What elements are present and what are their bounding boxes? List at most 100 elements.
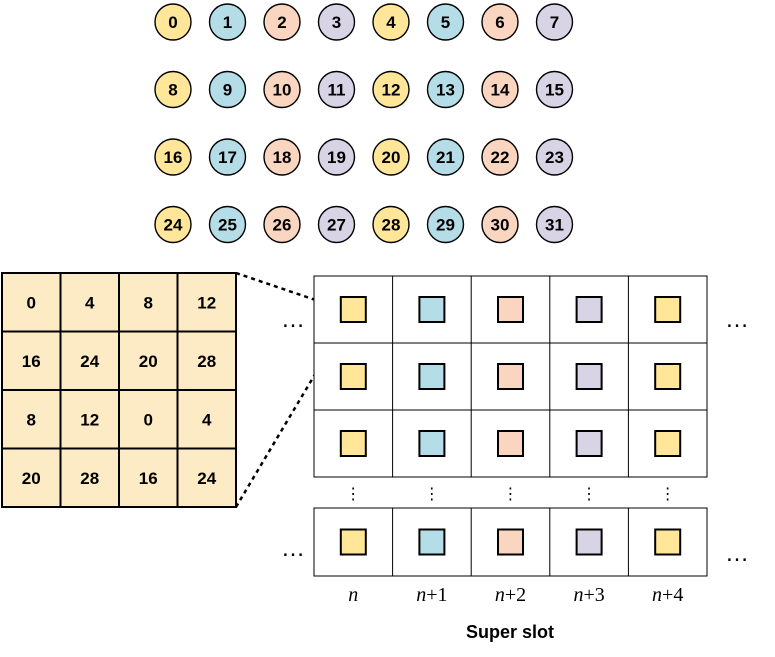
beam-circle: 29 <box>426 205 465 244</box>
beam-circle-label: 2 <box>277 13 286 32</box>
beam-circle-shape <box>372 205 410 244</box>
beam-circle-label: 7 <box>550 13 559 32</box>
beam-circle: 17 <box>208 138 247 176</box>
horizontal-ellipsis: … <box>281 535 305 562</box>
beam-circle: 1 <box>208 3 247 41</box>
beam-slot-square <box>575 528 603 556</box>
pattern-table-cell: 12 <box>197 293 216 312</box>
beam-circle-shape <box>263 138 301 176</box>
beam-circle: 23 <box>535 138 574 176</box>
beam-slot-square <box>418 296 446 323</box>
slot-grid: ⋮⋮⋮⋮⋮………… <box>281 275 749 577</box>
horizontal-ellipsis: … <box>725 306 749 333</box>
beam-slot-square <box>575 296 603 323</box>
beam-circle-shape <box>317 205 356 244</box>
beam-circle-shape <box>372 3 410 41</box>
pattern-table-cell: 24 <box>197 469 216 488</box>
beam-circle-shape <box>154 3 192 41</box>
beam-circle: 19 <box>317 138 356 176</box>
super-slot-column-label: n+3 <box>573 584 604 606</box>
beam-circle-label: 10 <box>273 81 292 100</box>
beam-circle-label: 11 <box>328 81 346 100</box>
pattern-table-cell: 20 <box>22 469 41 488</box>
beam-circle-label: 23 <box>545 148 564 167</box>
beam-circle-label: 5 <box>441 13 450 32</box>
super-slot-column-label: n+2 <box>495 584 526 606</box>
vertical-ellipsis: ⋮ <box>503 486 519 503</box>
beam-circle-shape <box>263 3 301 41</box>
beam-circle: 4 <box>372 3 410 41</box>
column-label-variable: n <box>573 584 583 606</box>
beam-circle-shape <box>317 70 356 109</box>
beam-circle-shape <box>317 138 356 176</box>
beam-circle-label: 30 <box>491 216 510 235</box>
pattern-table-cell: 28 <box>80 469 99 488</box>
horizontal-ellipsis: … <box>281 306 305 333</box>
beam-circle-shape <box>317 3 356 41</box>
beam-circle-shape <box>154 70 192 109</box>
beam-circle: 3 <box>317 3 356 41</box>
beam-circle-label: 19 <box>327 148 346 167</box>
beam-slot-square <box>418 430 446 457</box>
beam-circle: 14 <box>481 70 519 109</box>
beam-slot-square <box>339 430 367 457</box>
beam-slot-square <box>497 528 524 556</box>
beam-circle-label: 4 <box>386 13 396 32</box>
column-label-offset: +3 <box>583 584 604 606</box>
beam-slot-square <box>418 363 446 390</box>
beam-slot-square <box>575 363 603 390</box>
beam-circle: 18 <box>263 138 301 176</box>
vertical-ellipsis: ⋮ <box>581 486 597 503</box>
vertical-ellipsis: ⋮ <box>660 486 676 503</box>
beam-circle: 28 <box>372 205 410 244</box>
beam-circle-label: 1 <box>223 13 232 32</box>
pattern-table-cell: 0 <box>144 410 153 429</box>
beam-circle: 9 <box>208 70 247 109</box>
beam-circle-label: 16 <box>164 148 183 167</box>
beam-circle: 12 <box>372 70 410 109</box>
beam-circle: 24 <box>154 205 192 244</box>
beam-circle-label: 6 <box>495 13 504 32</box>
beam-slot-square <box>497 430 524 457</box>
beam-circle: 27 <box>317 205 356 244</box>
beam-circle-label: 29 <box>436 216 455 235</box>
vertical-ellipsis: ⋮ <box>424 486 440 503</box>
beam-circle-shape <box>208 70 247 109</box>
beam-circle: 20 <box>372 138 410 176</box>
beam-circle: 22 <box>481 138 519 176</box>
pattern-table-cell: 0 <box>27 293 36 312</box>
pattern-table-cell: 28 <box>197 352 216 371</box>
beam-circle-shape <box>481 138 519 176</box>
beam-slot-square <box>654 528 682 556</box>
beam-circle-label: 28 <box>382 216 401 235</box>
beam-circle: 7 <box>535 3 574 41</box>
beam-circle: 2 <box>263 3 301 41</box>
beam-circle-shape <box>481 205 519 244</box>
pattern-table-cell: 20 <box>139 352 158 371</box>
super-slot-caption: Super slot <box>466 622 554 642</box>
beam-circle-shape <box>426 70 465 109</box>
beam-circle-shape <box>372 70 410 109</box>
beam-circle-label: 12 <box>382 81 401 100</box>
beam-circle-label: 13 <box>436 81 455 100</box>
column-label-variable: n <box>652 584 662 606</box>
beam-slot-square <box>418 528 446 556</box>
beam-circle-shape <box>208 3 247 41</box>
beam-slot-square <box>497 296 524 323</box>
beam-circle-label: 8 <box>168 81 177 100</box>
super-slot-column-label: n <box>348 584 358 606</box>
beam-circle: 31 <box>535 205 574 244</box>
pattern-table-cell: 8 <box>144 293 153 312</box>
beam-slot-square <box>654 363 682 390</box>
beam-circle: 10 <box>263 70 301 109</box>
column-label-variable: n <box>495 584 505 606</box>
beam-slot-square <box>339 296 367 323</box>
beam-circle-shape <box>263 205 301 244</box>
zoom-connector-bottom <box>234 333 341 508</box>
column-label-variable: n <box>348 584 358 606</box>
beam-circle-shape <box>208 138 247 176</box>
